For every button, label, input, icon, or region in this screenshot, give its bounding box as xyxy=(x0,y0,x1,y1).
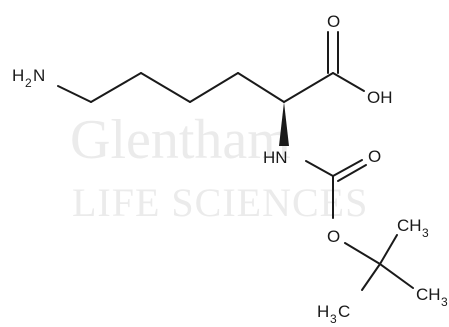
bond-cq-ch3-bottom-right xyxy=(379,263,414,289)
bond-nh-c xyxy=(305,160,334,177)
bond-c4-c3 xyxy=(189,72,239,103)
atom-nh: HN xyxy=(263,148,288,167)
atom-boc-carbonyl-oxygen: O xyxy=(368,147,381,166)
bond-c-o-carbonyl xyxy=(332,159,363,177)
bond-cq-ch3-right xyxy=(379,234,398,265)
atom-methyl-bottom-right-subscript: 3 xyxy=(441,295,448,309)
atom-hydroxyl: OH xyxy=(367,88,393,107)
bond-c3-c-alpha xyxy=(237,72,285,103)
bond-c6-c5 xyxy=(90,72,142,103)
atom-amine-subscript: 2 xyxy=(25,76,32,90)
bond-c5-c4 xyxy=(140,72,191,103)
bond-cq-ch3-bottom xyxy=(361,263,381,291)
atom-methyl-right-ch: CH xyxy=(397,216,422,235)
bond-c-o-carbonyl-double xyxy=(337,164,367,182)
atom-amine-h: H xyxy=(12,66,24,85)
bond-c-oh xyxy=(332,72,365,92)
watermark-line-2: LIFE SCIENCES xyxy=(72,180,368,225)
atom-methyl-bottom-h: H xyxy=(317,302,329,321)
atom-methyl-right-subscript: 3 xyxy=(422,226,429,240)
atom-methyl-bottom-right-ch: CH xyxy=(416,285,441,304)
atom-methyl-bottom-c: C xyxy=(338,302,350,321)
atom-carbonyl-oxygen: O xyxy=(327,12,340,31)
bond-c-alpha-cooh xyxy=(283,72,334,103)
bond-o-cq xyxy=(344,242,381,265)
atom-amine-n: N xyxy=(33,66,45,85)
bond-n-c6 xyxy=(57,85,92,103)
atom-methyl-bottom-subscript: 3 xyxy=(330,312,337,326)
watermark-line-1: Glentham xyxy=(70,109,291,171)
atom-ester-oxygen: O xyxy=(327,227,340,246)
wedge-bond-c-alpha-nh xyxy=(279,102,289,146)
